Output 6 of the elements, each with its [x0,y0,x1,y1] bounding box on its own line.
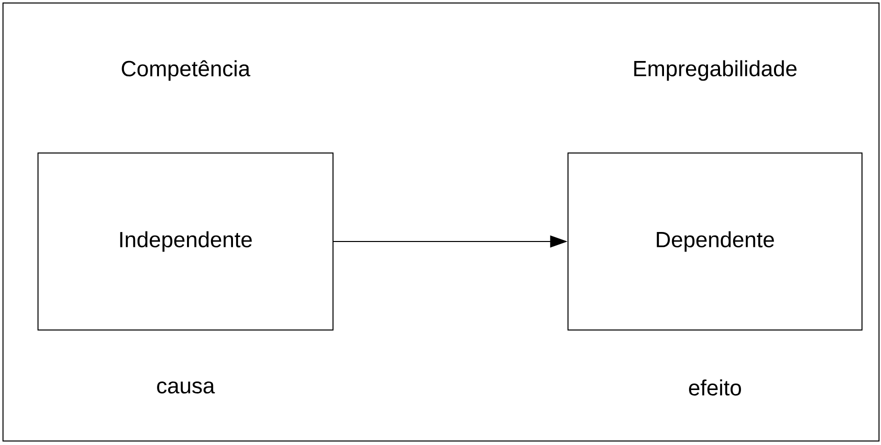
caption-text: causa [157,381,215,394]
variable-box: Dependente [568,152,862,330]
caption-text: efeito [689,379,741,396]
variable-box: Independente [38,152,334,330]
caption-text: Empregabilidade [634,60,797,81]
caption-text: Competência [122,60,250,81]
